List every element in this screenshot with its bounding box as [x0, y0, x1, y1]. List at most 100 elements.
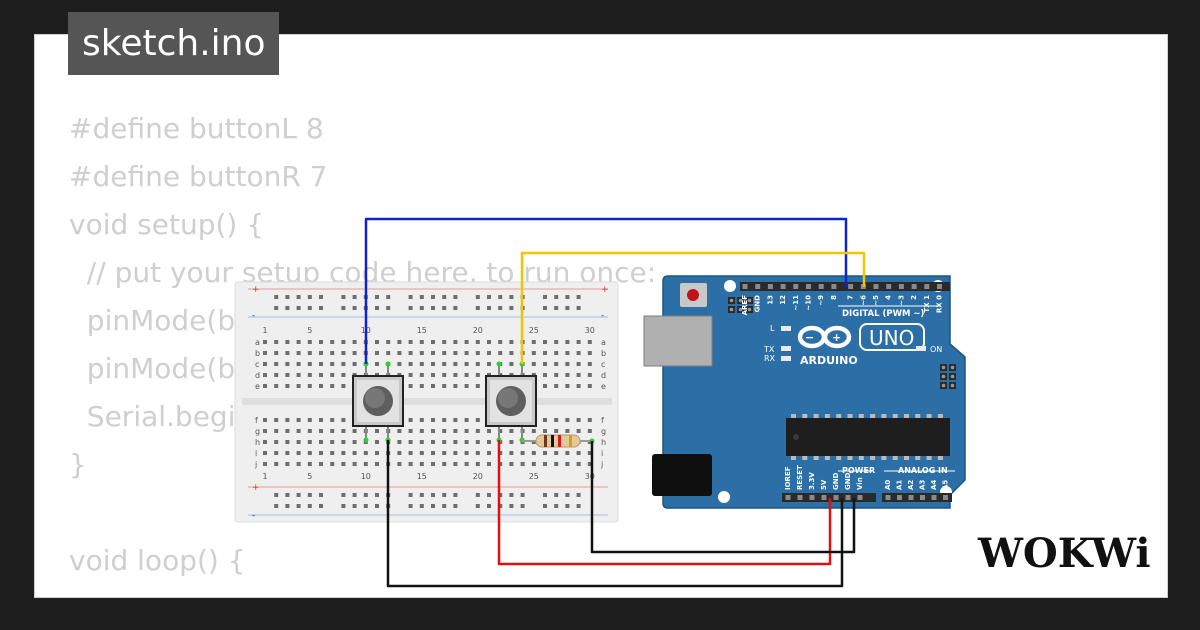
digital-label: DIGITAL (PWM ~): [842, 309, 924, 319]
pushbutton-right[interactable]: [485, 361, 537, 443]
power-pin-label: GND: [832, 472, 840, 490]
analog-header[interactable]: [882, 493, 952, 502]
code-line: }: [69, 448, 87, 481]
breadboard-row-letter: f: [255, 416, 258, 425]
rail-minus-label-bottom: -: [252, 511, 255, 521]
analog-label: ANALOG IN: [898, 466, 948, 475]
on-label: ON: [930, 345, 942, 354]
rail-plus-label-bottom: +: [252, 483, 260, 493]
wire-red[interactable]: [497, 440, 832, 566]
breadboard-column-number: 25: [529, 472, 539, 481]
breadboard-row-letter: i: [255, 449, 257, 458]
digital-pin-label: 4: [885, 295, 893, 300]
breadboard-row-letter: h: [255, 438, 260, 447]
breadboard-column-number: 25: [529, 326, 539, 335]
power-pin-label: Vin: [856, 477, 864, 490]
breadboard-row-letter: g: [601, 427, 606, 436]
breadboard-row-letter: d: [255, 371, 260, 380]
breadboard-column-number: 20: [473, 472, 483, 481]
digital-pin-label: 7: [847, 295, 855, 300]
breadboard-row-letter: i: [601, 449, 603, 458]
digital-pin-label: GND: [754, 295, 762, 313]
breadboard-column-number: 5: [307, 472, 312, 481]
analog-pin-label: A2: [907, 480, 915, 490]
rail-plus-label: +: [252, 285, 260, 295]
digital-pin-label: 8: [830, 295, 838, 300]
breadboard-row-letter: e: [255, 382, 260, 391]
atmega-chip: [786, 418, 950, 456]
wokwi-logo: WOKWi: [977, 530, 1151, 577]
wire-yellow[interactable]: [520, 251, 866, 364]
digital-pin-label: ~10: [805, 295, 813, 311]
rail-minus-label-right: -: [601, 311, 604, 321]
uno-model-label: UNO: [869, 326, 914, 350]
breadboard-row-letter: h: [601, 438, 606, 447]
breadboard-column-number: 15: [417, 326, 427, 335]
svg-text:−: −: [805, 331, 814, 344]
rx-label: RX: [764, 354, 776, 363]
breadboard-column-number: 1: [262, 326, 267, 335]
power-header[interactable]: [782, 493, 876, 502]
arduino-infinity-logo: [797, 325, 852, 349]
digital-pin-label: 13: [766, 295, 774, 305]
breadboard-column-number: 5: [307, 326, 312, 335]
breadboard-row-letter: j: [254, 460, 257, 469]
power-pin-label: 5V: [820, 479, 828, 490]
wire-black-ground-right[interactable]: [590, 441, 856, 554]
breadboard-column-number: 30: [585, 472, 595, 481]
digital-pin-label: AREF: [741, 295, 749, 316]
analog-pin-label: A5: [942, 480, 950, 490]
code-line: void setup() {: [69, 208, 265, 241]
power-label: POWER: [842, 466, 875, 475]
breadboard-row-letter: a: [601, 338, 606, 347]
breadboard-row-letter: f: [601, 416, 604, 425]
power-pin-label: GND: [844, 472, 852, 490]
digital-pin-label: RX 0: [936, 295, 944, 313]
l-led-label: L: [770, 324, 775, 333]
digital-pin-label: ~6: [859, 295, 867, 306]
file-tab[interactable]: sketch.ino: [68, 12, 280, 75]
analog-pin-label: A3: [919, 480, 927, 490]
code-line: // put your main code here, to run repea…: [69, 592, 729, 597]
breadboard-column-number: 1: [262, 472, 267, 481]
analog-pin-label: A0: [884, 480, 892, 490]
analog-pin-label: A4: [930, 480, 938, 490]
breadboard-row-letter: j: [600, 460, 603, 469]
breadboard-row-letter: b: [601, 349, 606, 358]
power-pin-label: IOREF: [784, 466, 792, 490]
digital-pin-label: ~5: [872, 295, 880, 306]
power-pin-label: RESET: [796, 465, 804, 490]
digital-pin-label: 2: [910, 295, 918, 300]
breadboard-column-number: 15: [417, 472, 427, 481]
breadboard-column-number: 30: [585, 326, 595, 335]
svg-text:+: +: [832, 331, 841, 344]
resistor[interactable]: [522, 434, 595, 448]
breadboard-row-letter: a: [255, 338, 260, 347]
breadboard-row-letter: g: [255, 427, 260, 436]
breadboard-row-letter: c: [255, 360, 259, 369]
code-line: void loop() {: [69, 544, 246, 577]
digital-pin-label: TX 1: [923, 295, 931, 313]
breadboard-row-letter: e: [601, 382, 606, 391]
code-line: #define buttonR 7: [69, 160, 328, 193]
arduino-brand-label: ARDUINO: [800, 354, 858, 367]
breadboard-row-letter: b: [255, 349, 260, 358]
wire-black-ground-left[interactable]: [386, 440, 844, 588]
analog-pin-label: A1: [896, 480, 904, 490]
digital-pin-label: ~11: [792, 295, 800, 311]
breadboard-row-letter: d: [601, 371, 606, 380]
rail-plus-label-right: +: [601, 285, 609, 295]
usb-connector: [643, 315, 713, 367]
breadboard-column-number: 10: [361, 472, 371, 481]
uno-badge: [859, 323, 925, 351]
rail-minus-label: -: [252, 311, 255, 321]
power-pin-label: 3.3V: [808, 472, 816, 490]
code-line: #define buttonL 8: [69, 112, 324, 145]
breadboard-row-letter: c: [601, 360, 605, 369]
digital-pin-label: 12: [779, 295, 787, 305]
breadboard-center-channel: [242, 398, 612, 405]
power-jack: [652, 454, 712, 496]
